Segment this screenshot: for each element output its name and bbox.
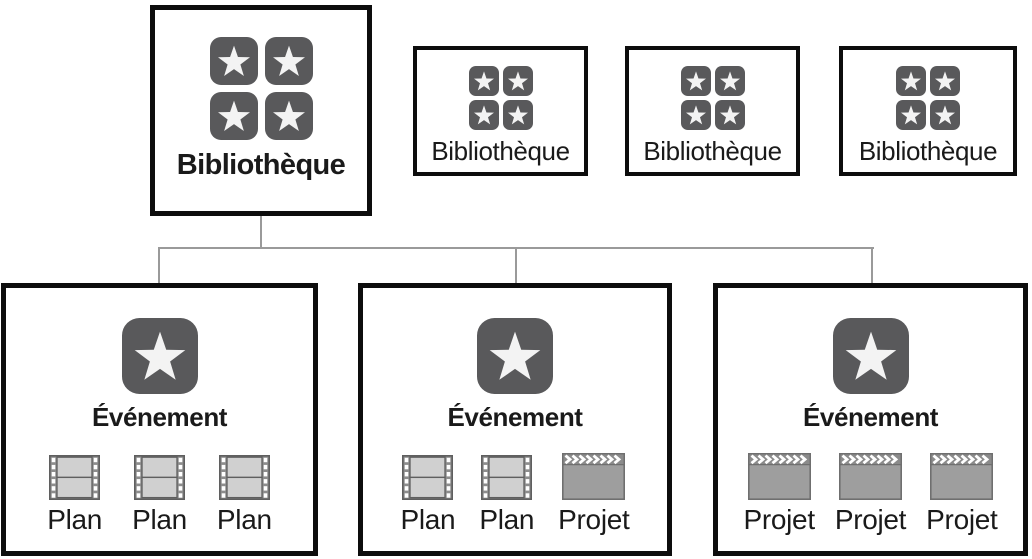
- project-label: Projet: [834, 503, 907, 535]
- event-box-2: Événement Plan Plan Projet: [358, 283, 672, 556]
- event-box-3: Événement Projet Projet Projet: [713, 283, 1028, 556]
- star-tile-icon: [681, 66, 711, 96]
- library-label: Bibliothèque: [643, 136, 782, 166]
- items-row: Plan Plan Projet: [400, 453, 630, 536]
- library-stars-icon: [210, 37, 313, 140]
- library-stars-icon: [896, 66, 960, 130]
- clip-label: Plan: [132, 503, 187, 535]
- clip-item: Plan: [400, 453, 456, 536]
- project-label: Projet: [743, 503, 815, 535]
- items-row: Plan Plan Plan: [47, 453, 272, 536]
- clip-label: Plan: [479, 503, 535, 535]
- star-tile-icon: [896, 66, 926, 96]
- event-label: Événement: [447, 402, 583, 432]
- star-tile-icon: [896, 100, 926, 130]
- clapperboard-icon: [930, 453, 993, 500]
- event-box-1: Événement Plan Plan Plan: [1, 283, 318, 556]
- event-label: Événement: [91, 402, 228, 432]
- project-item: Projet: [558, 453, 630, 536]
- connector-horizontal-line: [158, 247, 874, 249]
- connector-drop-line: [515, 249, 517, 283]
- library-stars-icon: [469, 66, 533, 130]
- project-item: Projet: [743, 453, 815, 536]
- star-tile-icon: [503, 100, 533, 130]
- project-label: Projet: [926, 503, 998, 535]
- star-tile-icon: [930, 66, 960, 96]
- star-tile-icon: [265, 92, 313, 140]
- library-box-2: Bibliothèque: [413, 46, 588, 176]
- event-star-icon: [833, 318, 909, 394]
- connector-stem-line: [260, 216, 262, 247]
- clip-label: Plan: [400, 503, 456, 535]
- items-row: Projet Projet Projet: [743, 453, 998, 536]
- project-label: Projet: [558, 503, 630, 535]
- project-item: Projet: [926, 453, 998, 536]
- project-item: Projet: [835, 453, 906, 536]
- clapperboard-icon: [562, 453, 625, 500]
- film-strip-icon: [402, 455, 453, 500]
- library-box-main: Bibliothèque: [150, 5, 372, 216]
- library-box-3: Bibliothèque: [625, 46, 800, 176]
- film-strip-icon: [49, 455, 100, 500]
- clip-item: Plan: [217, 453, 272, 536]
- event-star-icon: [477, 318, 553, 394]
- connector-drop-line: [871, 249, 873, 283]
- clapperboard-icon: [748, 453, 811, 500]
- clip-label: Plan: [47, 503, 103, 535]
- library-box-4: Bibliothèque: [839, 46, 1017, 176]
- event-label: Événement: [802, 402, 939, 432]
- star-tile-icon: [681, 100, 711, 130]
- star-tile-icon: [715, 66, 745, 96]
- star-tile-icon: [210, 37, 258, 85]
- star-tile-icon: [210, 92, 258, 140]
- film-strip-icon: [134, 455, 185, 500]
- clip-item: Plan: [479, 453, 534, 536]
- connector-drop-line: [158, 249, 160, 283]
- star-tile-icon: [469, 66, 499, 96]
- clip-label: Plan: [216, 503, 272, 535]
- clip-item: Plan: [132, 453, 187, 536]
- clapperboard-icon: [839, 453, 902, 500]
- event-star-icon: [122, 318, 198, 394]
- star-tile-icon: [503, 66, 533, 96]
- film-strip-icon: [481, 455, 532, 500]
- star-tile-icon: [265, 37, 313, 85]
- star-tile-icon: [469, 100, 499, 130]
- library-stars-icon: [681, 66, 745, 130]
- library-label: Bibliothèque: [858, 136, 998, 166]
- film-strip-icon: [219, 455, 270, 500]
- clip-item: Plan: [47, 453, 102, 536]
- star-tile-icon: [930, 100, 960, 130]
- star-tile-icon: [715, 100, 745, 130]
- library-label: Bibliothèque: [176, 149, 346, 181]
- library-label: Bibliothèque: [431, 136, 570, 166]
